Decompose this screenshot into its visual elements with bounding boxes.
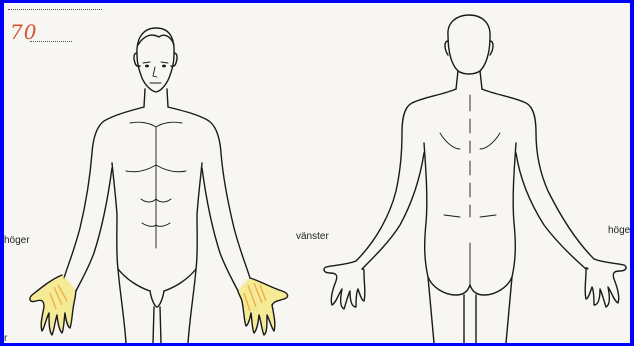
front-right-side-label: höger — [4, 235, 30, 246]
front-figure — [30, 28, 288, 343]
back-left-side-label: vänster — [296, 231, 329, 242]
corner-mark: r — [4, 333, 7, 343]
back-right-side-label: höger — [608, 225, 630, 236]
body-chart-page: 70 — [4, 3, 630, 343]
back-figure — [324, 15, 626, 343]
body-outline-drawing — [4, 3, 630, 343]
